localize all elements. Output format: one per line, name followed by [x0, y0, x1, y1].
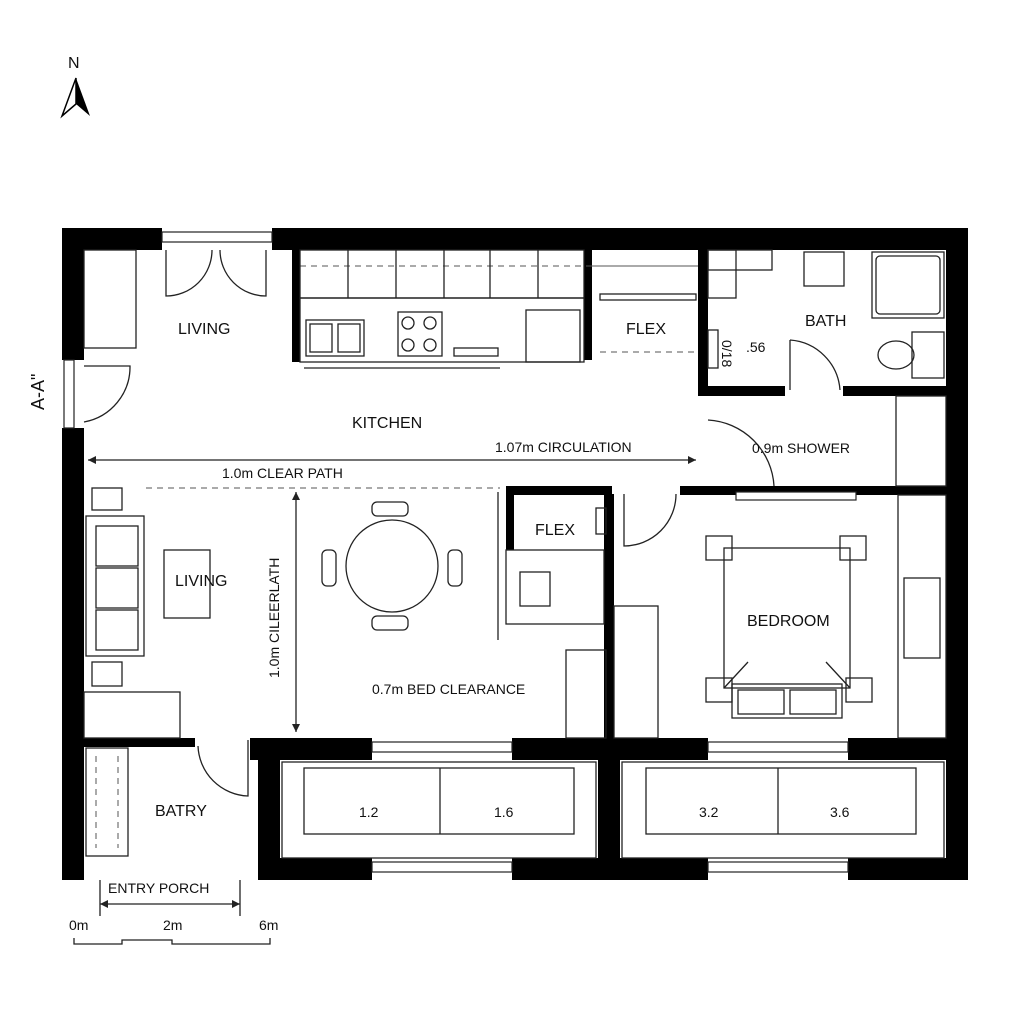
north-arrow-icon [60, 77, 90, 119]
room-label-bedroom: BEDROOM [747, 613, 830, 630]
room-label-bath: BATH [805, 313, 846, 330]
dim-shower: 0.9m SHOWER [752, 440, 850, 456]
room-label-flex-small: FLEX [535, 522, 575, 539]
scale-label-0: 0m [69, 917, 88, 933]
room-label-living-top: LIVING [178, 321, 230, 338]
kitchen-counter [299, 249, 698, 369]
room-label-flex-top: FLEX [626, 321, 666, 338]
bay-label: 3.2 [699, 804, 719, 820]
bay-right [621, 761, 945, 859]
bath-code-b: .56 [746, 339, 766, 355]
walls [62, 228, 968, 880]
bed [613, 494, 947, 739]
room-label-living-main: LIVING [175, 573, 227, 590]
sink-icon [305, 319, 365, 357]
sofa [83, 487, 211, 739]
dim-clear-path-vertical: 1.0m CILEERLATH [266, 558, 282, 678]
scale-label-6: 6m [259, 917, 278, 933]
north-label: N [68, 55, 80, 72]
room-label-kitchen: KITCHEN [352, 415, 422, 432]
windows [63, 231, 857, 873]
fridge-icon [525, 309, 581, 363]
living-top-fixtures [83, 249, 137, 349]
room-label-pantry: BATRY [155, 803, 207, 820]
basin-icon [803, 251, 845, 287]
coffee-table [163, 549, 211, 619]
flex-fixtures [505, 507, 607, 739]
bathtub-icon [871, 251, 945, 319]
bay-label: 1.2 [359, 804, 379, 820]
stove-icon [397, 311, 443, 357]
bay-left [281, 761, 597, 859]
room-label-entry: ENTRY PORCH [108, 880, 209, 896]
dim-clear-path: 1.0m CLEAR PATH [222, 465, 343, 481]
section-label: A-A" [28, 374, 48, 410]
doors[interactable] [83, 249, 841, 797]
bay-label: 3.6 [830, 804, 850, 820]
dim-bed-clearance: 0.7m BED CLEARANCE [372, 681, 525, 697]
dim-circulation: 1.07m CIRCULATION [495, 439, 632, 455]
bay-label: 1.6 [494, 804, 514, 820]
pantry-shelf [85, 747, 129, 857]
bath-code-a: 0/18 [719, 340, 735, 367]
dining-table [321, 501, 463, 631]
dimension-lines [73, 456, 696, 945]
toilet-icon [877, 340, 915, 370]
bath-fixtures [707, 249, 947, 487]
scale-label-2: 2m [163, 917, 182, 933]
